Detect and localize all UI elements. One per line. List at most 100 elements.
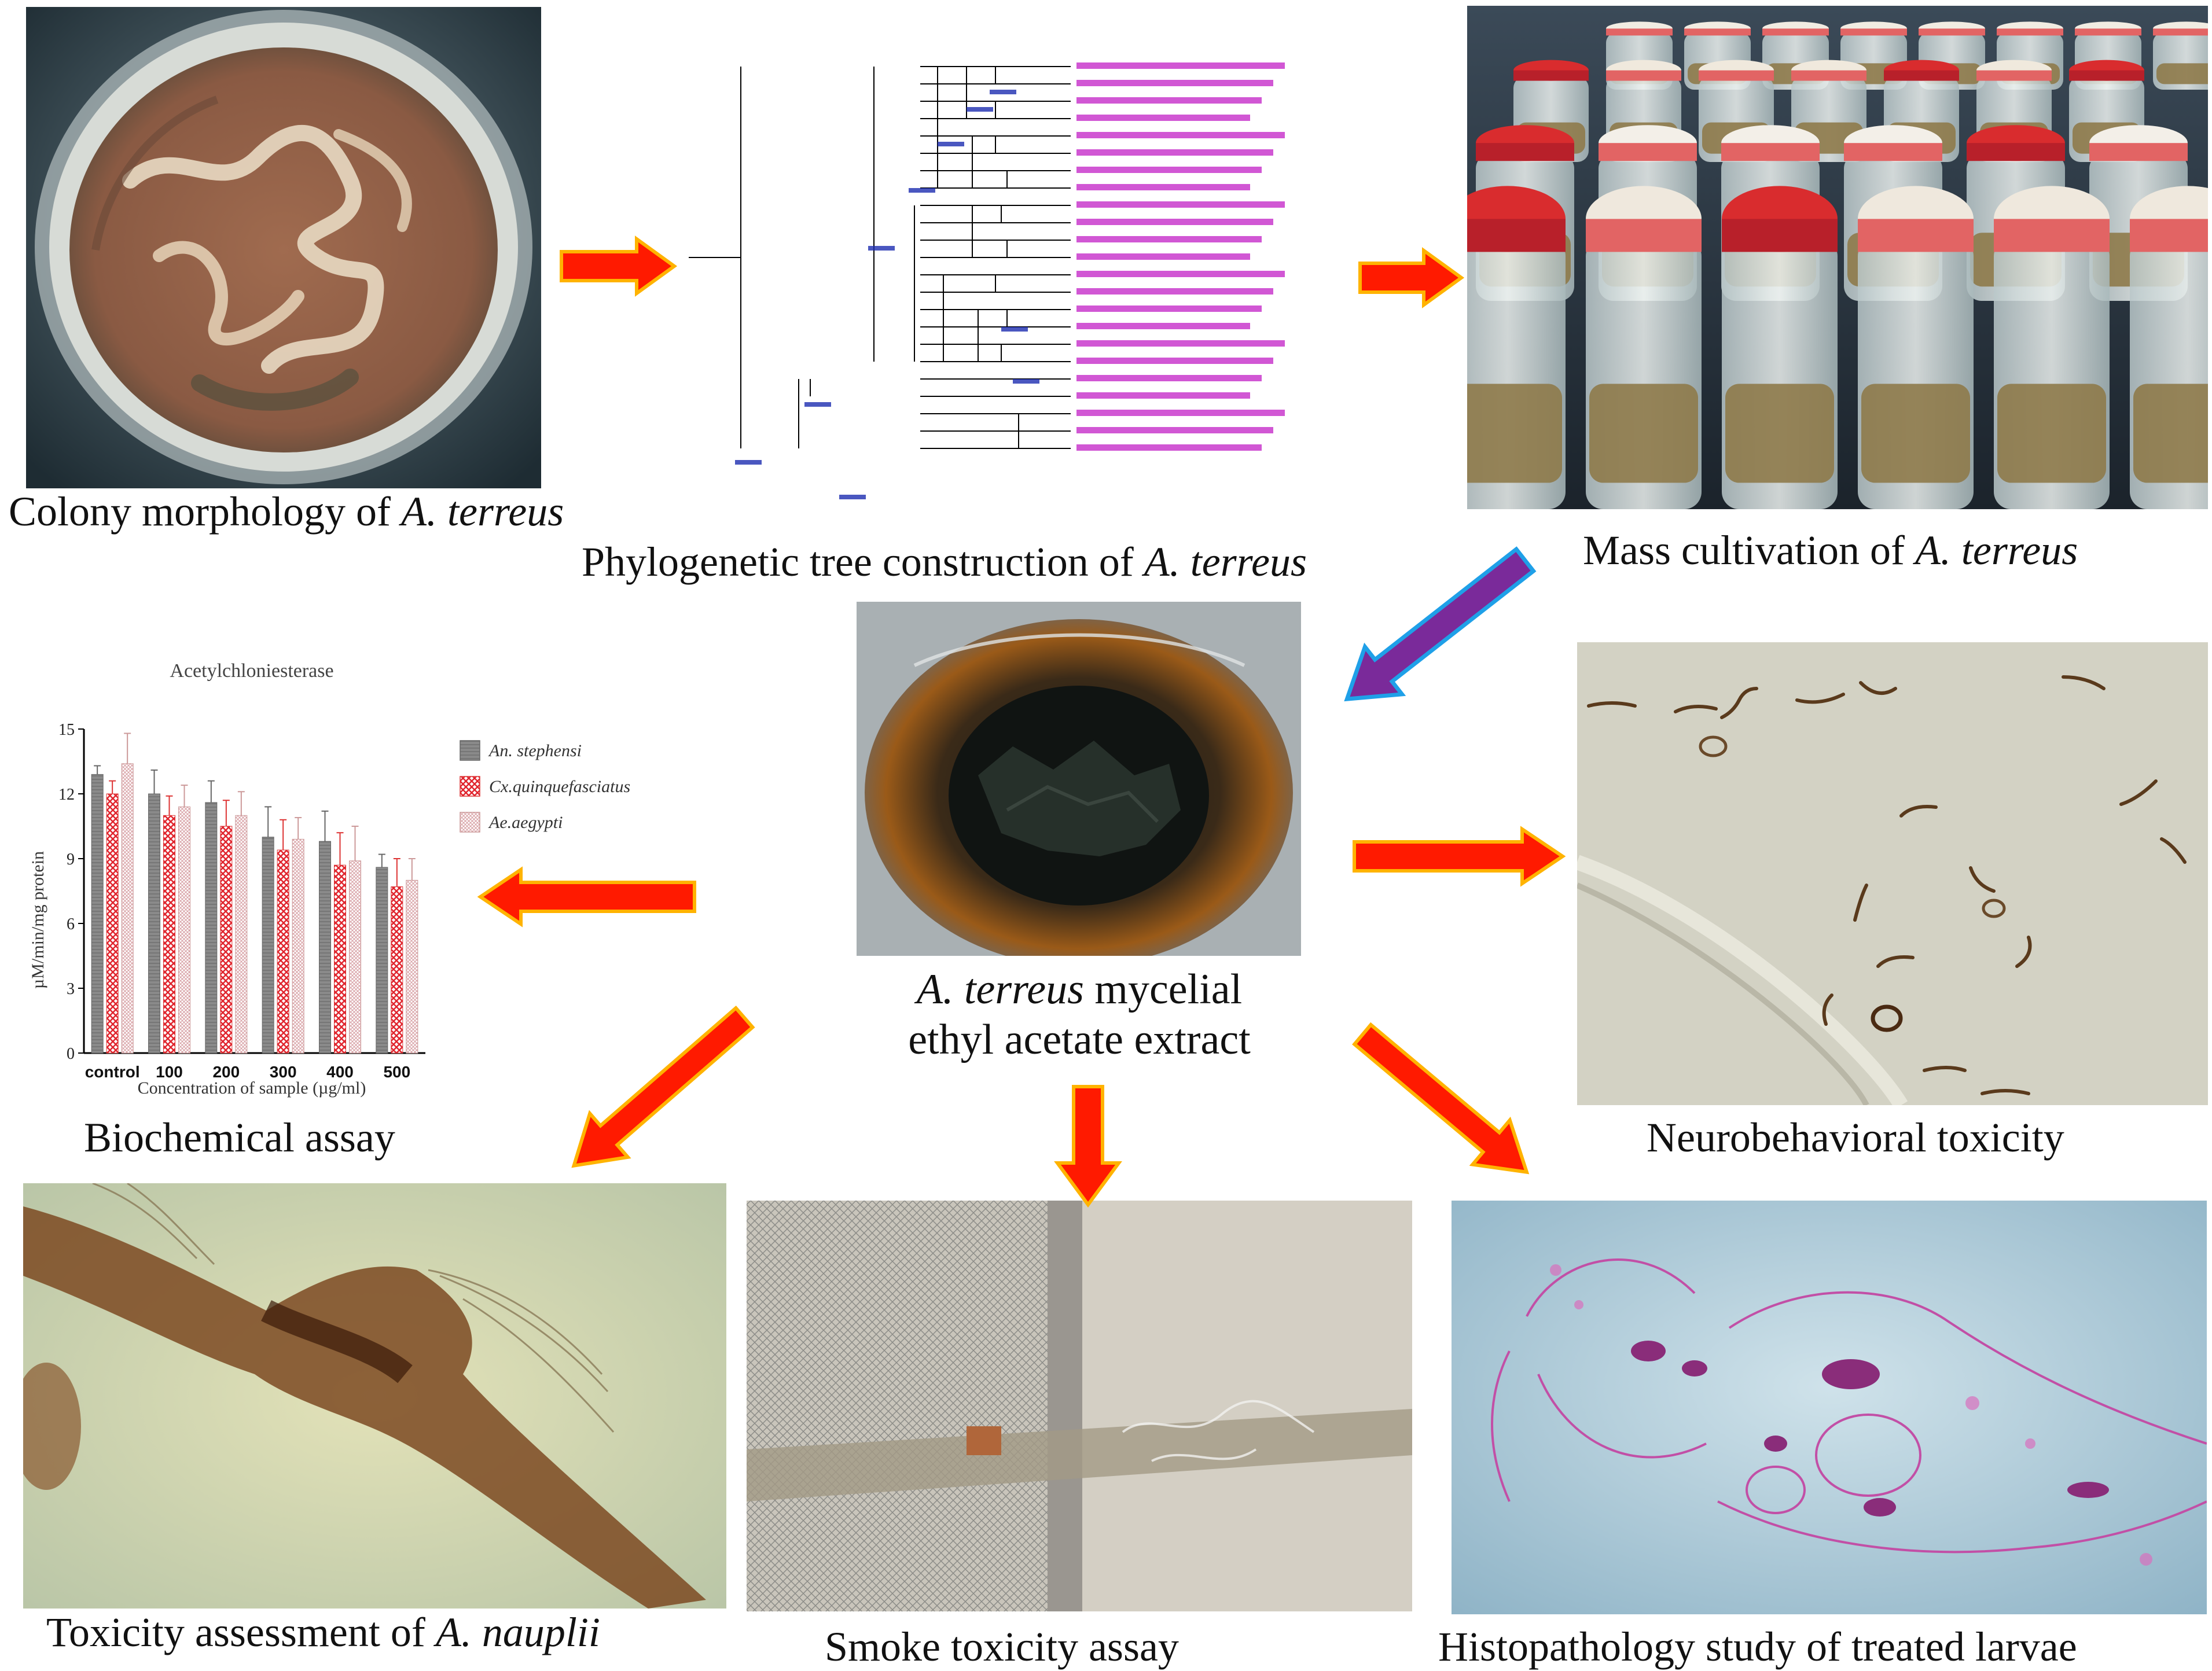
tree-leaf-label bbox=[1076, 375, 1262, 381]
caption-biochemical-assay: Biochemical assay bbox=[84, 1114, 395, 1161]
chart-y-tick-label: 0 bbox=[67, 1045, 75, 1063]
chart-x-tick-label: control bbox=[85, 1063, 140, 1081]
culture-bottle bbox=[2153, 21, 2208, 90]
tree-leaf-label bbox=[1076, 288, 1273, 295]
tree-leaf-label bbox=[1076, 132, 1285, 138]
caption-phylogenetic-tree: Phylogenetic tree construction of A. ter… bbox=[582, 539, 1307, 585]
culture-bottle bbox=[1994, 186, 2110, 509]
chart-bar bbox=[163, 815, 175, 1054]
chart-x-tick-label: 100 bbox=[156, 1063, 183, 1081]
chart-x-tick-label: 500 bbox=[383, 1063, 410, 1081]
tree-bootstrap-value bbox=[938, 142, 964, 146]
caption-toxicity-assessment: Toxicity assessment of A. nauplii bbox=[46, 1609, 600, 1655]
chart-x-axis-label: Concentration of sample (µg/ml) bbox=[138, 1079, 366, 1098]
chart-bar bbox=[319, 841, 331, 1054]
caption-smoke-toxicity: Smoke toxicity assay bbox=[825, 1624, 1179, 1670]
chart-title: Acetylchloniesterase bbox=[170, 660, 333, 682]
tree-leaf-label bbox=[1076, 358, 1273, 364]
chart-y-tick-label: 15 bbox=[58, 721, 75, 739]
chart-x-tick-label: 300 bbox=[270, 1063, 297, 1081]
caption-histopathology: Histopathology study of treated larvae bbox=[1438, 1624, 2077, 1670]
arrow-extract-to-neuro bbox=[1353, 826, 1566, 887]
smoke-toxicity-photo bbox=[747, 1201, 1412, 1611]
tree-bootstrap-value bbox=[1001, 327, 1028, 332]
neurobehavioral-toxicity-photo bbox=[1577, 642, 2208, 1105]
caption-mass-cultivation: Mass cultivation of A. terreus bbox=[1583, 527, 2078, 573]
tree-leaf-label bbox=[1076, 340, 1285, 347]
culture-bottle bbox=[1586, 186, 1702, 509]
chart-bar bbox=[205, 802, 218, 1054]
tree-leaf-label bbox=[1076, 410, 1285, 416]
chart-legend-label: Cx.quinquefasciatus bbox=[489, 777, 630, 796]
caption-colony-morphology: Colony morphology of A. terreus bbox=[9, 488, 564, 535]
chart-y-tick-label: 3 bbox=[67, 980, 75, 998]
tree-leaf-label bbox=[1076, 62, 1285, 69]
tree-bootstrap-value bbox=[967, 107, 993, 112]
tree-bootstrap-value bbox=[909, 188, 935, 193]
caption-mycelial-extract: A. terreus mycelial ethyl acetate extrac… bbox=[908, 966, 1251, 1064]
chart-y-axis-label: µM/min/mg protein bbox=[28, 851, 47, 989]
tree-bootstrap-value bbox=[990, 90, 1016, 94]
chart-bar bbox=[277, 849, 289, 1054]
culture-bottle bbox=[1467, 186, 1566, 509]
chart-bar bbox=[220, 826, 233, 1054]
acetylcholinesterase-chart: Acetylchloniesterase µM/min/mg protein C… bbox=[9, 642, 668, 1105]
chart-x-tick-label: 400 bbox=[326, 1063, 354, 1081]
tree-leaf-label bbox=[1076, 149, 1273, 156]
chart-bar bbox=[262, 837, 274, 1054]
tree-bootstrap-value bbox=[735, 460, 762, 465]
chart-y-tick-label: 9 bbox=[67, 851, 75, 868]
tree-leaf-label bbox=[1076, 427, 1273, 433]
nauplii-toxicity-photo bbox=[23, 1183, 726, 1609]
caption-neurobehavioral-toxicity: Neurobehavioral toxicity bbox=[1647, 1114, 2064, 1161]
chart-bar bbox=[391, 886, 403, 1054]
tree-leaf-label bbox=[1076, 444, 1262, 451]
tree-leaf-label bbox=[1076, 167, 1262, 173]
colony-morphology-photo bbox=[26, 7, 541, 488]
mass-cultivation-photo bbox=[1467, 6, 2208, 509]
chart-bar bbox=[235, 815, 248, 1054]
arrow-tree-to-cultivation bbox=[1358, 247, 1465, 308]
chart-legend-swatch bbox=[460, 776, 480, 797]
chart-legend-swatch bbox=[460, 740, 480, 761]
chart-bar bbox=[148, 793, 160, 1054]
chart-bar bbox=[178, 806, 190, 1054]
chart-legend-label: An. stephensi bbox=[488, 741, 582, 760]
arrow-extract-to-smoke bbox=[1054, 1085, 1122, 1208]
tree-bootstrap-value bbox=[804, 402, 831, 407]
chart-x-tick-label: 200 bbox=[212, 1063, 240, 1081]
chart-legend-swatch bbox=[460, 812, 480, 833]
arrow-cultivation-to-extract bbox=[1344, 546, 1537, 702]
tree-leaf-label bbox=[1076, 271, 1285, 277]
tree-bootstrap-value bbox=[868, 246, 895, 251]
chart-y-tick-label: 12 bbox=[58, 786, 75, 804]
histopathology-photo bbox=[1452, 1201, 2207, 1614]
tree-bootstrap-value bbox=[1013, 379, 1039, 384]
arrow-extract-to-nauplii bbox=[571, 1005, 755, 1168]
chart-bar bbox=[106, 793, 119, 1054]
tree-leaf-label bbox=[1076, 236, 1262, 242]
chart-bar bbox=[334, 864, 346, 1054]
culture-bottle bbox=[1858, 186, 1974, 509]
tree-leaf-label bbox=[1076, 115, 1250, 121]
chart-bar bbox=[91, 774, 104, 1054]
chart-legend-label: Ae.aegypti bbox=[488, 813, 563, 832]
culture-bottle bbox=[2130, 186, 2208, 509]
arrow-colony-to-tree bbox=[560, 235, 678, 297]
phylogenetic-tree-figure bbox=[671, 55, 1343, 518]
tree-leaf-label bbox=[1076, 219, 1273, 225]
tree-leaf-label bbox=[1076, 80, 1273, 86]
tree-leaf-label bbox=[1076, 97, 1262, 104]
chart-bar bbox=[349, 860, 361, 1054]
tree-bootstrap-value bbox=[839, 495, 866, 499]
chart-bar bbox=[292, 838, 304, 1054]
mycelial-extract-photo bbox=[857, 602, 1301, 956]
tree-leaf-label bbox=[1076, 306, 1262, 312]
tree-leaf-label bbox=[1076, 392, 1250, 399]
tree-leaf-label bbox=[1076, 253, 1250, 260]
tree-leaf-label bbox=[1076, 201, 1285, 208]
tree-leaf-label bbox=[1076, 184, 1250, 190]
chart-y-tick-label: 6 bbox=[67, 915, 75, 933]
arrow-extract-to-biochem bbox=[477, 866, 696, 927]
arrow-extract-to-histo bbox=[1352, 1022, 1530, 1175]
